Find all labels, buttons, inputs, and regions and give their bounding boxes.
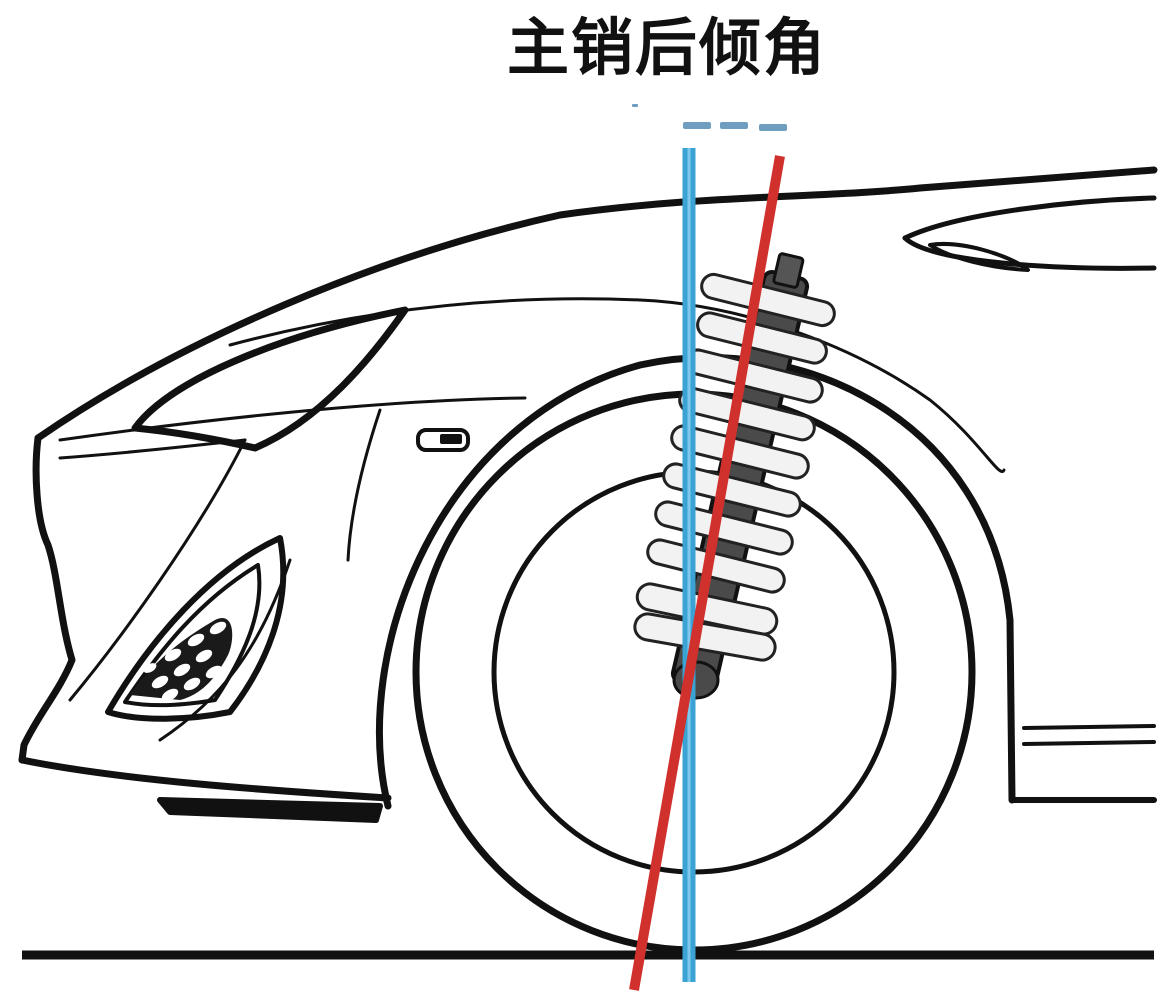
front-bumper-bottom (22, 760, 388, 798)
damper-mount (674, 662, 718, 698)
door-line-lower (1024, 726, 1154, 744)
body-crease-upper (60, 398, 525, 440)
hood-line (38, 170, 1154, 438)
front-nose (22, 438, 72, 760)
side-vent (905, 198, 1154, 238)
coilover-shock (633, 251, 837, 698)
fender-line (348, 410, 380, 560)
car-body-outline (22, 170, 1154, 820)
body-crease-lower (60, 440, 245, 458)
headlight (135, 310, 405, 448)
front-splitter (160, 800, 380, 820)
axis-top-dashes (632, 104, 787, 131)
damper-top (773, 253, 803, 288)
